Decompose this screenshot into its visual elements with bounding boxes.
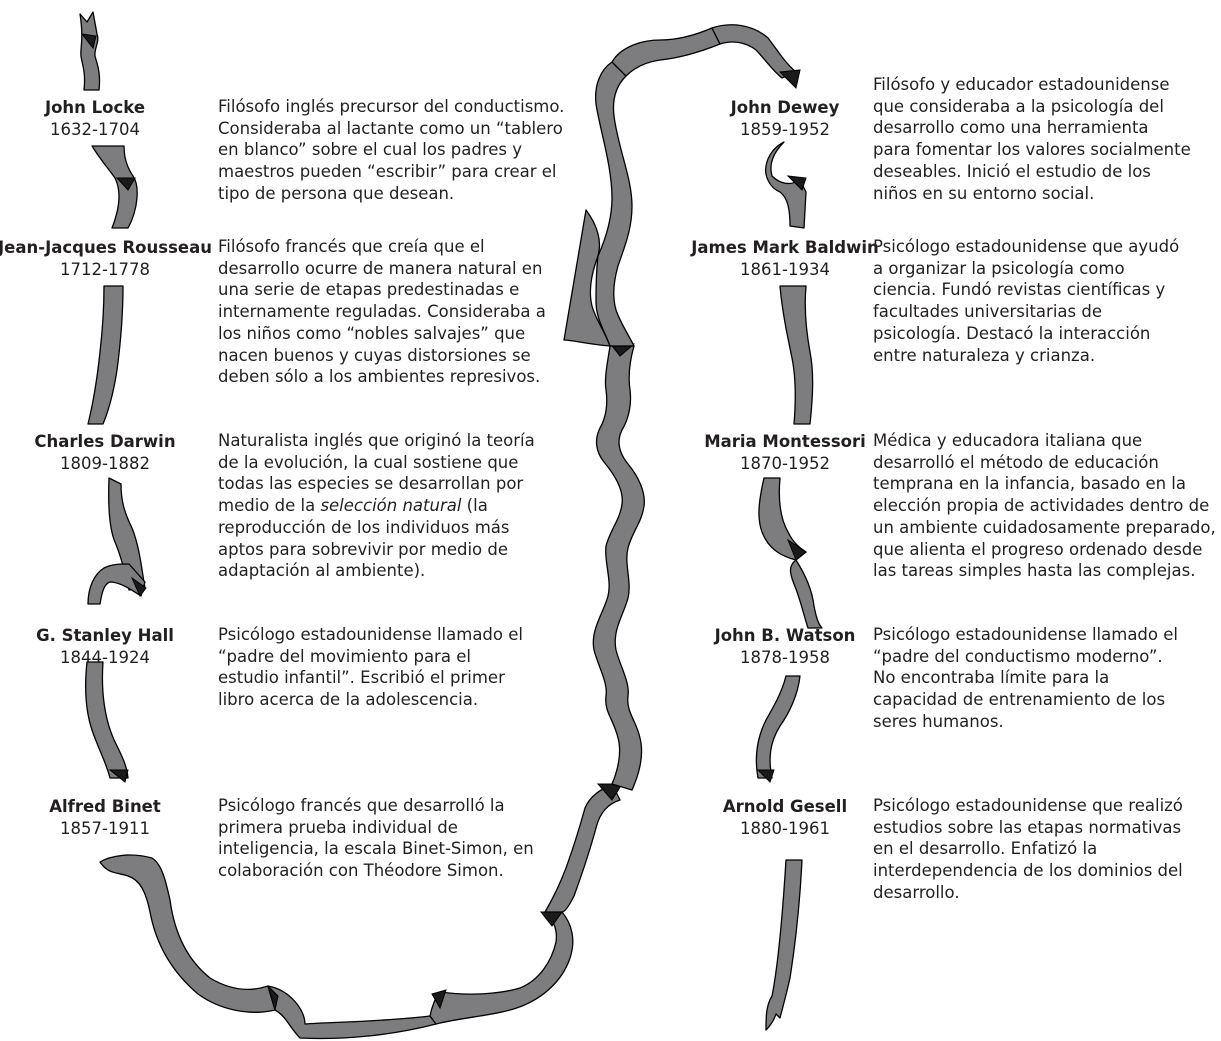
person-desc-gesell: Psicólogo estadounidense que realizó est… — [873, 796, 1183, 902]
person-years: 1880-1961 — [740, 819, 830, 838]
ribbon-left-4 — [87, 477, 147, 605]
ribbon-right-3 — [758, 477, 823, 629]
person-years: 1870-1952 — [740, 454, 830, 473]
person-years: 1712-1778 — [60, 260, 150, 279]
ribbon-right-1 — [764, 141, 807, 229]
person-desc-binet: Psicólogo francés que desarrolló la prim… — [218, 796, 534, 881]
person-years: 1878-1958 — [740, 648, 830, 667]
ribbon-left-1 — [79, 11, 101, 91]
person-desc-dewey: Filósofo y educador estadounidense que c… — [873, 75, 1191, 203]
ribbon-right-5 — [765, 859, 803, 1031]
person-desc-locke: Filósofo inglés precursor del conductism… — [218, 97, 565, 203]
person-desc-hall: Psicólogo estadounidense llamado el “pad… — [218, 625, 523, 710]
person-years: 1809-1882 — [60, 454, 150, 473]
emphasis-term: selección natural — [320, 496, 462, 516]
ribbon-left-5 — [84, 661, 129, 783]
person-years: 1857-1911 — [60, 819, 150, 838]
ribbon-right-2 — [779, 285, 814, 425]
person-desc-baldwin: Psicólogo estadounidense que ayudó a org… — [873, 237, 1180, 365]
ribbon-left-2 — [91, 145, 138, 229]
ribbon-bottom-loop — [99, 783, 623, 1040]
person-desc-darwin: Naturalista inglés que originó la teoría… — [218, 431, 535, 581]
person-desc-montessori: Médica y educadora italiana que desarrol… — [873, 431, 1216, 581]
person-years: 1861-1934 — [740, 260, 830, 279]
ribbon-right-4 — [755, 675, 801, 783]
ribbon-left-3 — [87, 285, 124, 425]
person-years: 1632-1704 — [50, 120, 140, 139]
person-desc-rousseau: Filósofo francés que creía que el desarr… — [218, 237, 546, 387]
ribbon-middle-rise — [563, 24, 801, 791]
person-desc-watson: Psicólogo estadounidense llamado el “pad… — [873, 625, 1178, 731]
person-years: 1844-1924 — [60, 648, 150, 667]
person-years: 1859-1952 — [740, 120, 830, 139]
